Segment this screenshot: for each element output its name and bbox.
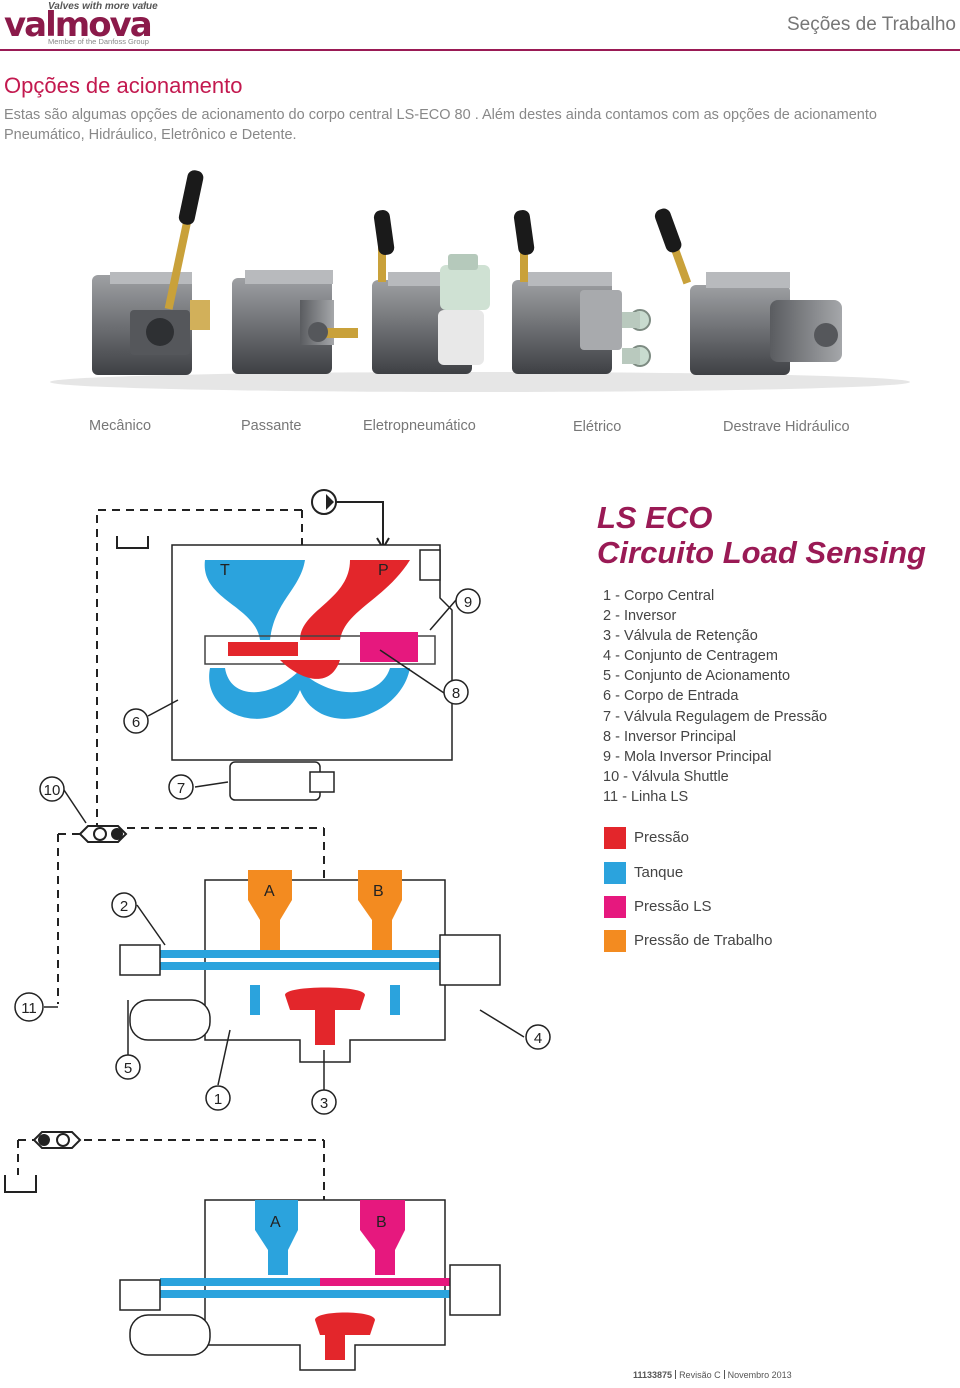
legend-label: Tanque bbox=[634, 864, 684, 881]
photo-eletropneumatico bbox=[372, 210, 490, 374]
parts-list-item: 1 - Corpo Central bbox=[603, 588, 715, 604]
caption-passante: Passante bbox=[241, 418, 302, 434]
document-footer: 11133875 Revisão C Novembro 2013 bbox=[633, 1370, 792, 1380]
legend-label: Pressão LS bbox=[634, 898, 712, 915]
parts-list-item: 5 - Conjunto de Acionamento bbox=[603, 668, 791, 685]
callout-6: 6 bbox=[123, 708, 149, 734]
callout-7: 7 bbox=[168, 774, 194, 800]
parts-list-item: 11 - Linha LS bbox=[603, 788, 689, 805]
callout-8: 8 bbox=[443, 679, 469, 705]
footer-separator bbox=[723, 1370, 725, 1379]
legend-label: Pressão bbox=[634, 829, 690, 846]
svg-text:10: 10 bbox=[44, 782, 61, 799]
inlet-body bbox=[171, 544, 453, 801]
caption-eletropneumatico: Eletropneumático bbox=[363, 418, 476, 434]
doc-revision: Revisão C bbox=[679, 1370, 721, 1380]
footer-separator bbox=[675, 1370, 677, 1379]
photo-destrave-hidraulico bbox=[654, 208, 842, 375]
parts-list-item: 8 - Inversor Principal bbox=[603, 728, 736, 745]
svg-text:1: 1 bbox=[214, 1091, 222, 1108]
doc-date: Novembro 2013 bbox=[727, 1370, 792, 1380]
callout-3: 3 bbox=[311, 1089, 337, 1115]
parts-list: 1 - Corpo Central 2 - Inversor 3 - Válvu… bbox=[603, 586, 827, 807]
svg-text:6: 6 bbox=[132, 714, 140, 731]
callout-10: 10 bbox=[39, 776, 65, 802]
company-logo: valmova bbox=[4, 5, 153, 45]
svg-text:4: 4 bbox=[534, 1030, 542, 1047]
parts-list-item: 10 - Válvula Shuttle bbox=[603, 768, 729, 785]
circuit-title-line1: LS ECO bbox=[597, 500, 713, 535]
callout-1: 1 bbox=[205, 1085, 231, 1111]
caption-mecanico: Mecânico bbox=[89, 418, 152, 434]
port-a-label: A bbox=[264, 883, 275, 900]
parts-list-item: 9 - Mola Inversor Principal bbox=[603, 748, 772, 765]
photo-eletrico bbox=[512, 210, 651, 374]
legend-swatch bbox=[604, 827, 626, 849]
tank-symbol bbox=[116, 536, 149, 549]
logo-subtitle: Member of the Danfoss Group bbox=[48, 37, 149, 46]
svg-text:8: 8 bbox=[452, 685, 460, 702]
caption-eletrico: Elétrico bbox=[573, 419, 622, 435]
port-b-label: B bbox=[373, 883, 384, 900]
circuit-title: LS ECO Circuito Load Sensing bbox=[597, 500, 926, 570]
parts-list-item: 4 - Conjunto de Centragem bbox=[603, 648, 778, 665]
legend-label: Pressão de Trabalho bbox=[634, 932, 773, 949]
actuation-photos bbox=[50, 170, 910, 392]
intro-paragraph: Estas são algumas opções de acionamento … bbox=[4, 107, 877, 143]
callout-11: 11 bbox=[14, 992, 44, 1022]
svg-text:9: 9 bbox=[464, 594, 472, 611]
svg-text:5: 5 bbox=[124, 1060, 132, 1077]
pump-symbol bbox=[311, 489, 390, 550]
parts-list-item: 3 - Válvula de Retenção bbox=[603, 628, 758, 645]
callouts: 10 6 7 9 8 2 11 4 5 1 3 bbox=[14, 588, 551, 1115]
section-title: Seções de Trabalho bbox=[786, 14, 956, 35]
port-t-label: T bbox=[220, 562, 230, 579]
circuit-title-line2: Circuito Load Sensing bbox=[597, 535, 926, 570]
svg-text:2: 2 bbox=[120, 898, 128, 915]
work-section-2 bbox=[119, 1199, 501, 1371]
page-heading: Opções de acionamento bbox=[4, 73, 243, 98]
callout-4: 4 bbox=[525, 1024, 551, 1050]
parts-list-item: 7 - Válvula Regulagem de Pressão bbox=[603, 708, 828, 725]
svg-text:7: 7 bbox=[177, 780, 185, 797]
legend-swatch bbox=[604, 896, 626, 918]
callout-5: 5 bbox=[115, 1054, 141, 1080]
legend-swatch bbox=[604, 930, 626, 952]
port-b-label: B bbox=[376, 1214, 387, 1231]
doc-number: 11133875 bbox=[633, 1370, 673, 1380]
port-a-label: A bbox=[270, 1214, 281, 1231]
callout-2: 2 bbox=[111, 892, 137, 918]
photo-passante bbox=[232, 270, 358, 374]
shuttle-valve-lower bbox=[32, 1131, 82, 1149]
port-p-label: P bbox=[378, 562, 389, 579]
photo-mecanico bbox=[92, 170, 210, 375]
work-section-1 bbox=[119, 870, 501, 1063]
header-divider bbox=[0, 49, 960, 51]
load-sensing-diagram: T P A B A B 10 6 7 9 8 2 11 4 5 1 3 bbox=[4, 489, 551, 1371]
shuttle-valve-10 bbox=[78, 825, 128, 843]
parts-list-item: 2 - Inversor bbox=[603, 608, 677, 625]
logo-tagline: Valves with more value bbox=[48, 1, 158, 12]
legend-swatch bbox=[604, 862, 626, 884]
caption-destrave-hidraulico: Destrave Hidráulico bbox=[723, 419, 850, 435]
svg-text:3: 3 bbox=[320, 1095, 328, 1112]
parts-list-item: 6 - Corpo de Entrada bbox=[603, 688, 739, 705]
svg-text:11: 11 bbox=[21, 1000, 37, 1017]
logo-trademark: ™ bbox=[142, 3, 148, 9]
callout-9: 9 bbox=[455, 588, 481, 614]
